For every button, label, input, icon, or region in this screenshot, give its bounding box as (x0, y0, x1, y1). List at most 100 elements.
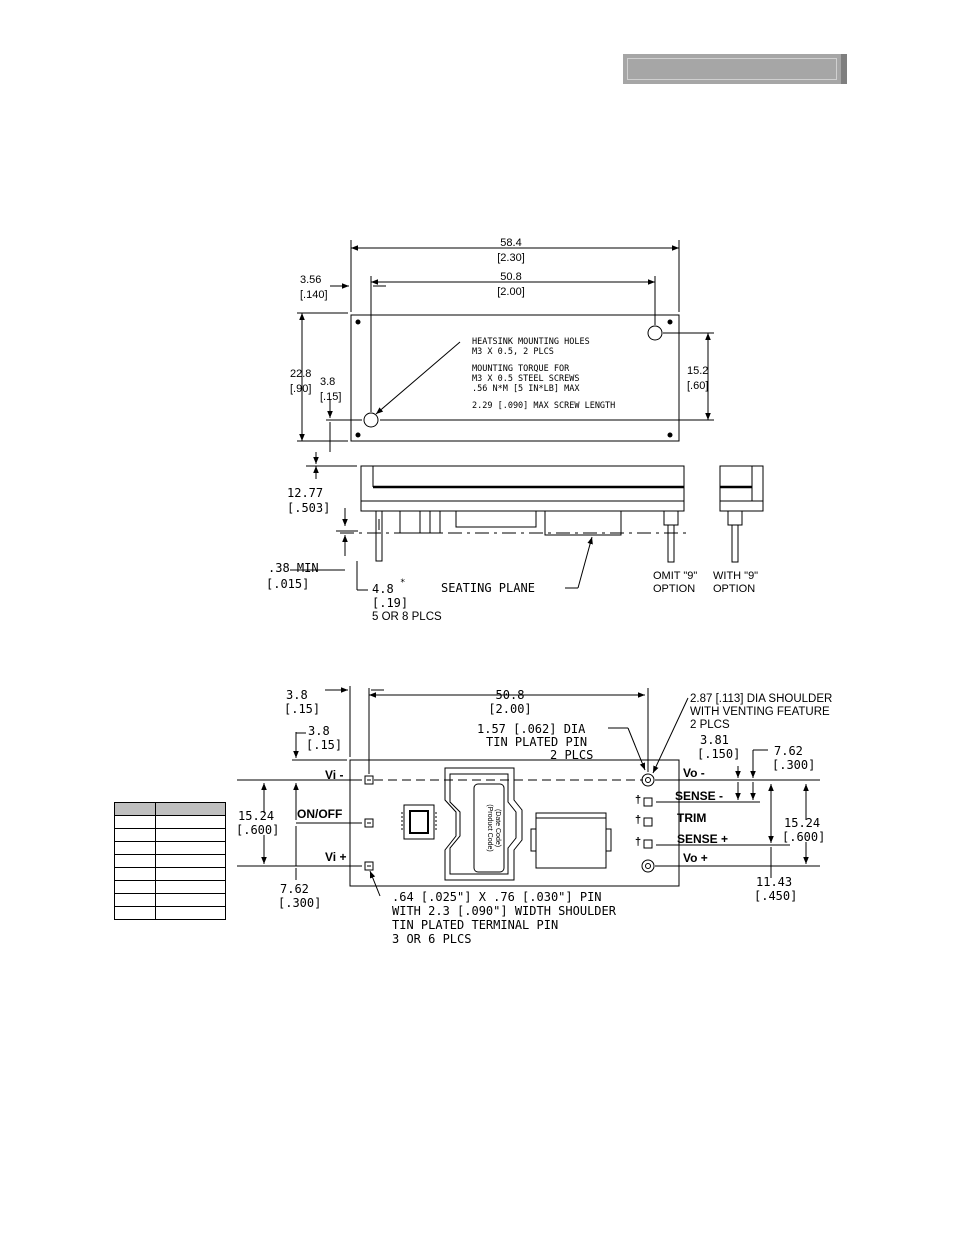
pcb-board (360, 500, 685, 512)
component-3 (544, 510, 622, 536)
pin-table-cell (155, 828, 226, 842)
label-trim: TRIM (677, 811, 706, 825)
dim-50-8-b: 50.8 (496, 688, 525, 702)
label-vo-plus: Vo + (683, 851, 708, 865)
note-line-3: MOUNTING TORQUE FOR (472, 364, 570, 374)
dim-3-56: 3.56 (300, 274, 321, 286)
pin-sense-minus (643, 797, 653, 807)
dim-38-min: .38 MIN (268, 561, 319, 575)
dim-3-8-a-in: [.15] (284, 702, 320, 716)
dim-15-2: 15.2 (687, 365, 708, 377)
label-sense-minus: SENSE - (675, 789, 723, 803)
seating-plane-label: SEATING PLANE (441, 581, 535, 595)
label-vi-plus: Vi + (325, 850, 346, 864)
terminal-note-3: TIN PLATED TERMINAL PIN (392, 918, 558, 932)
heatsink-hole-left (363, 412, 379, 428)
top-view-labels: 58.4 [2.30] 50.8 [2.00] 3.56 [.140] 22.8… (290, 237, 708, 403)
dim-7-62-r: 7.62 (774, 744, 803, 758)
dim-11-43-in: [.450] (754, 889, 797, 903)
pin-table-row (114, 906, 226, 920)
date-code-label: (Date Code) (494, 809, 501, 847)
pin-table-cell (114, 815, 156, 829)
pin-table-cell (114, 880, 156, 894)
header-bar-inner (627, 58, 837, 80)
pin-vi-minus (364, 775, 374, 785)
corner-hole-bl (355, 432, 361, 438)
shoulder-note-3: 2 PLCS (690, 719, 730, 731)
bottom-view-labels: 3.8 [.15] 3.8 [.15] 50.8 [2.00] 2.87 [.1… (236, 688, 832, 946)
dim-22-8: 22.8 (290, 368, 311, 380)
label-vo-minus: Vo - (683, 766, 705, 780)
dim-3-56-in: [.140] (300, 289, 328, 301)
header-bar (623, 54, 847, 84)
side-view (290, 452, 764, 591)
component-2 (455, 510, 537, 528)
pin-vo-plus (641, 859, 655, 873)
dim-4-8-note: 5 OR 8 PLCS (372, 611, 442, 623)
pin-table-row (114, 867, 226, 881)
note-line-6: 2.29 [.090] MAX SCREW LENGTH (472, 401, 615, 411)
dim-15-24-l-in: [.600] (236, 823, 279, 837)
corner-hole-tl (355, 319, 361, 325)
label-area (444, 767, 523, 881)
dim-50-8: 50.8 (500, 271, 521, 283)
dagger-sense-minus: † (635, 794, 641, 806)
dim-15-24-r: 15.24 (784, 816, 820, 830)
dim-4-8-star: * (400, 578, 405, 588)
top-view-outline (350, 314, 680, 442)
pin-table-header (114, 802, 226, 816)
dim-58-4-in: [2.30] (497, 252, 525, 264)
pin-vo-minus (641, 773, 655, 787)
shoulder-note-1: 2.87 [.113] DIA SHOULDER (690, 693, 832, 705)
dim-3-81-in: [.150] (697, 747, 740, 761)
terminal-note-4: 3 OR 6 PLCS (392, 932, 471, 946)
dim-3-8-b: 3.8 (308, 724, 330, 738)
pin-note-2: TIN PLATED PIN (486, 735, 587, 749)
pin-sense-plus (643, 839, 653, 849)
corner-hole-br (667, 432, 673, 438)
terminal-note-1: .64 [.025"] X .76 [.030"] PIN (392, 890, 602, 904)
dim-12-77-in: [.503] (287, 501, 330, 515)
code-label-box (473, 783, 505, 873)
dim-58-4: 58.4 (500, 237, 521, 249)
side-view-labels: 12.77 [.503] .38 MIN [.015] 4.8 * [.19] … (266, 486, 758, 623)
dim-3-81: 3.81 (700, 733, 729, 747)
side-view-small (719, 465, 764, 502)
omit-option-line-1: OMIT "9" (653, 570, 697, 582)
dim-3-8-in: [.15] (320, 391, 341, 403)
dim-15-24-r-in: [.600] (782, 830, 825, 844)
pin-table-cell (114, 854, 156, 868)
with-option-line-2: OPTION (713, 583, 755, 595)
pin-table-cell (155, 854, 226, 868)
corner-hole-tr (667, 319, 673, 325)
pin-table-cell (155, 893, 226, 907)
dim-12-77: 12.77 (287, 486, 323, 500)
pin-table-cell (114, 841, 156, 855)
product-code-label: (Product Code) (486, 804, 493, 851)
with-option-line-1: WITH "9" (713, 570, 758, 582)
pin-table-cell (114, 867, 156, 881)
bottom-view (237, 686, 820, 897)
heatsink-body (360, 465, 685, 502)
pin-table-cell (114, 802, 156, 816)
pin-table-cell (155, 802, 226, 816)
dim-22-8-in: [.90] (290, 383, 311, 395)
note-line-1: HEATSINK MOUNTING HOLES (472, 337, 590, 347)
pin-table (114, 802, 226, 920)
note-line-4: M3 X 0.5 STEEL SCREWS (472, 374, 579, 384)
side-pin-right (663, 510, 679, 526)
pin-table-cell (114, 893, 156, 907)
heatsink-hole-right (647, 325, 663, 341)
pin-table-row (114, 893, 226, 907)
note-line-2: M3 X 0.5, 2 PLCS (472, 347, 554, 357)
label-on-off: ON/OFF (297, 807, 342, 821)
pin-note-3: 2 PLCS (550, 748, 593, 762)
top-view (297, 240, 714, 452)
pin-on-off (364, 818, 374, 828)
pin-table-row (114, 841, 226, 855)
terminal-note-2: WITH 2.3 [.090"] WIDTH SHOULDER (392, 904, 617, 918)
component-square (403, 804, 435, 840)
pin-table-cell (114, 906, 156, 920)
top-view-note: HEATSINK MOUNTING HOLES M3 X 0.5, 2 PLCS… (472, 337, 615, 411)
component-inductor (535, 812, 607, 869)
